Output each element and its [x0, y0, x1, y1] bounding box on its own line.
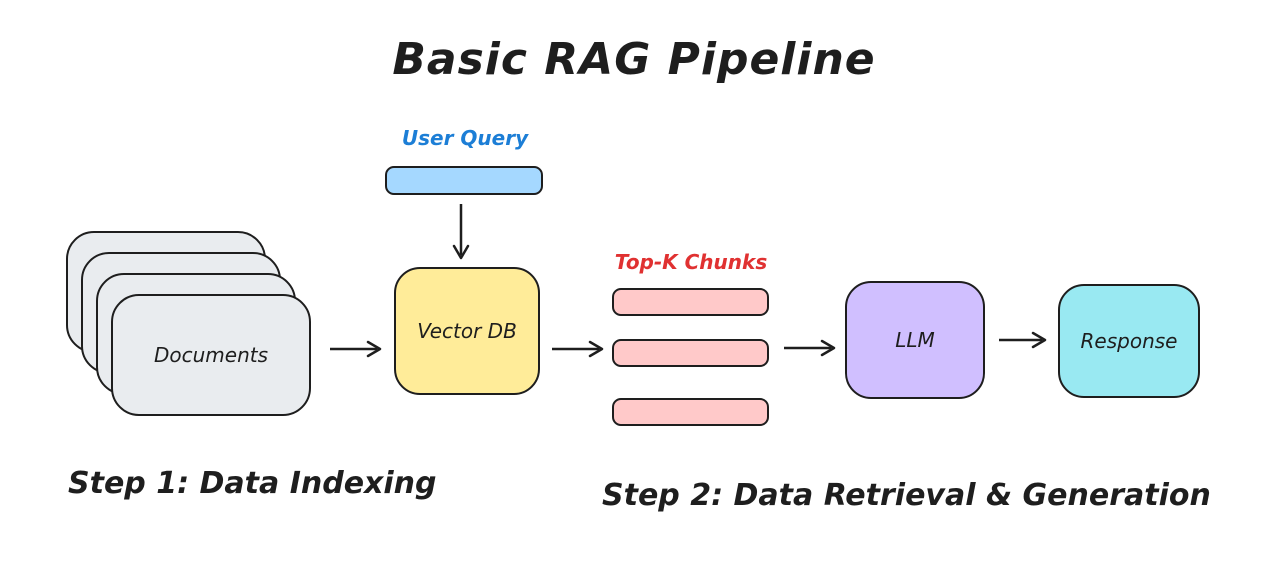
response-node: Response: [1058, 284, 1200, 398]
documents-node: Documents: [111, 294, 311, 416]
chunk-bar-2: [612, 339, 769, 367]
step-1-caption: Step 1: Data Indexing: [68, 466, 437, 501]
arrow-documents-to-vector-db: [330, 338, 382, 360]
user-query-node: [385, 166, 543, 195]
step-2-caption: Step 2: Data Retrieval & Generation: [602, 478, 1211, 513]
arrow-vector-db-to-chunks: [552, 338, 604, 360]
documents-label: Documents: [153, 343, 269, 367]
top-k-chunks-label: Top-K Chunks: [614, 250, 768, 274]
vector-db-label: Vector DB: [417, 319, 517, 343]
chunk-bar-3: [612, 398, 769, 426]
user-query-label: User Query: [401, 126, 529, 150]
chunk-bar-1: [612, 288, 769, 316]
diagram-title: Basic RAG Pipeline: [392, 34, 876, 85]
response-label: Response: [1080, 329, 1178, 353]
vector-db-node: Vector DB: [394, 267, 540, 395]
arrow-llm-to-response: [999, 329, 1047, 351]
llm-node: LLM: [845, 281, 985, 399]
arrow-chunks-to-llm: [784, 337, 836, 359]
llm-label: LLM: [895, 328, 935, 352]
arrow-user-query-to-vector-db: [450, 204, 472, 260]
